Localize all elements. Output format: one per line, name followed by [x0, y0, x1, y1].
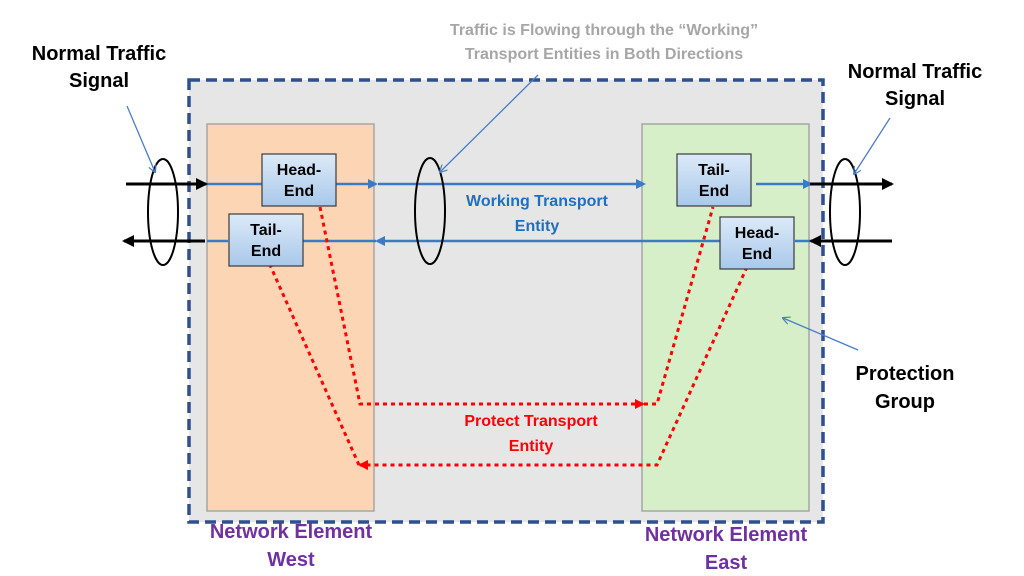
working-entity-ellipse: [414, 157, 446, 265]
west-head-end-box: Head- End: [261, 153, 337, 207]
east-signal-ellipse: [829, 158, 861, 266]
network-element-west-line1: Network Element: [210, 521, 373, 543]
protection-group-line2: Group: [875, 391, 935, 413]
east-tail-end-line2: End: [699, 183, 729, 200]
network-element-east-line2: East: [705, 552, 748, 574]
traffic-flow-annotation-line1: Traffic is Flowing through the “Working”: [450, 22, 758, 39]
west-tail-end-box: Tail- End: [228, 213, 304, 267]
protect-line-westbound: [358, 266, 749, 470]
traffic-flow-annotation-line2: Transport Entities in Both Directions: [465, 46, 743, 63]
east-head-end-box: Head- End: [719, 216, 795, 270]
west-tail-end-line2: End: [251, 243, 281, 260]
protect-entity-label-line1: Protect Transport: [464, 413, 598, 430]
east-head-end-line1: Head-: [735, 225, 779, 242]
east-head-end-line2: End: [742, 246, 772, 263]
protect-entity-label-line2: Entity: [509, 438, 554, 455]
working-entity-label-line2: Entity: [515, 218, 560, 235]
normal-traffic-left-line2: Signal: [69, 70, 129, 92]
east-tail-end-line1: Tail-: [698, 162, 730, 179]
network-element-east-line1: Network Element: [645, 524, 808, 546]
west-head-end-line1: Head-: [277, 162, 321, 179]
normal-traffic-right-line1: Normal Traffic: [848, 61, 982, 83]
west-tail-end-line1: Tail-: [250, 222, 282, 239]
east-tail-end-box: Tail- End: [676, 153, 752, 207]
east-signal-pointer: [854, 117, 891, 174]
west-signal-ellipse: [147, 158, 179, 266]
west-head-end-line2: End: [284, 183, 314, 200]
network-element-west-line2: West: [267, 549, 315, 571]
protection-group-pointer: [783, 318, 859, 351]
working-entity-label-line1: Working Transport: [466, 193, 609, 210]
normal-traffic-left-line1: Normal Traffic: [32, 43, 166, 65]
normal-traffic-right-line2: Signal: [885, 88, 945, 110]
traffic-flow-pointer: [440, 74, 539, 172]
protect-line-eastbound: [318, 206, 645, 409]
west-signal-pointer: [126, 105, 155, 172]
protection-group-line1: Protection: [856, 363, 955, 385]
